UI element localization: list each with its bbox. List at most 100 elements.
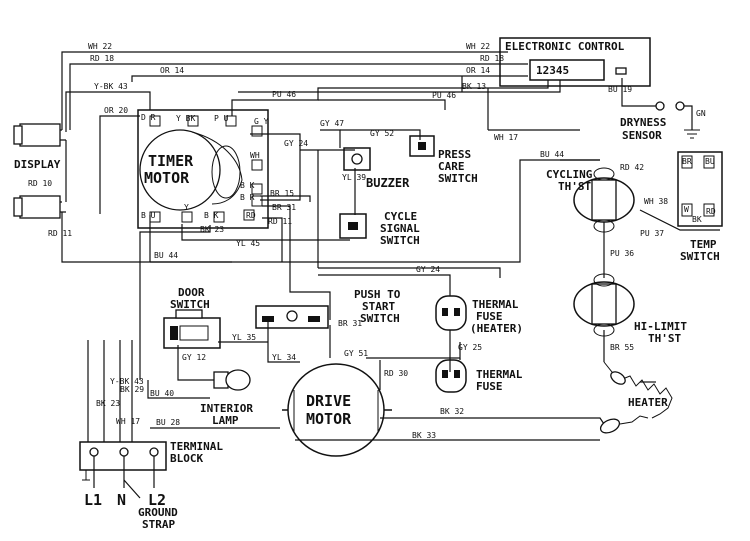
wire-label-bk13: BK 13 [462,82,486,91]
ground-strap-label-2: STRAP [142,518,175,531]
wire-label-bu19: BU 19 [608,85,632,94]
wire-label-rd10: RD 10 [28,179,52,188]
drive-motor: DRIVE MOTOR [282,363,392,457]
timer-terminal-dr: D R [141,113,156,122]
temp-terminal-bu: BU [705,157,715,166]
wire-label-bk33: BK 33 [412,431,436,440]
wire-label-bu44-a: BU 44 [154,251,178,260]
wire-label-rd11-b: RD 11 [268,217,292,226]
dryness-sensor-label-1: DRYNESS [620,116,666,129]
wire-label-bu28: BU 28 [156,418,180,427]
wire-label-yl34: YL 34 [272,353,296,362]
wire-label-gy25: GY 25 [458,343,482,352]
electronic-control-label: ELECTRONIC CONTROL [505,40,625,53]
timer-terminal-y: Y [184,203,189,212]
thermal-fuse-label-2: FUSE [476,380,503,393]
temp-terminal-bk: BK [692,215,702,224]
wire-label-bu44-b: BU 44 [540,150,564,159]
temp-switch-label-2: SWITCH [680,250,720,263]
press-care-label-1: PRESS [438,148,471,161]
terminal-block-label-2: BLOCK [170,452,203,465]
wire-label-or20: OR 20 [104,106,128,115]
timer-terminal-bu: B U [141,211,156,220]
cycling-thst-label-1: CYCLING [546,168,593,181]
ground-strap-label-1: GROUND [138,506,178,519]
wire-label-gy12: GY 12 [182,353,206,362]
wire-label-yl45: YL 45 [236,239,260,248]
wire-label-wh22-b: WH 22 [466,42,490,51]
temp-terminal-br: BR [682,157,692,166]
wire-label-rd30: RD 30 [384,369,408,378]
terminal-block-label-1: TERMINAL [170,440,223,453]
timer-terminal-ybk: Y BK [176,114,195,123]
buzzer-label: BUZZER [366,176,410,190]
dryness-sensor: DRYNESS SENSOR [620,101,700,142]
hi-limit-thermostat: HI-LIMIT TH'ST [573,273,687,345]
wire-label-bu40: BU 40 [150,389,174,398]
thermal-fuse-heater-label-1: THERMAL [472,298,519,311]
wire-label-wh22-a: WH 22 [88,42,112,51]
door-switch-label-1: DOOR [178,286,205,299]
timer-terminal-br: B R [240,193,255,202]
interior-lamp-label-1: INTERIOR [200,402,253,415]
timer-terminal-gy: G Y [254,117,269,126]
cycling-thst-label-2: TH'ST [558,180,591,193]
wire-labels: WH 22 WH 22 RD 18 RD 18 OR 14 OR 14 Y-BK… [28,42,706,440]
press-care-label-3: SWITCH [438,172,478,185]
push-to-start-switch: PUSH TO START SWITCH [255,288,401,329]
wire-label-br31-b: BR 31 [338,319,362,328]
wire-label-gy52: GY 52 [370,129,394,138]
line-l2-label: L2 [148,491,166,509]
press-care-switch: PRESS CARE SWITCH [409,135,478,185]
display-label: DISPLAY [14,158,61,171]
wire-label-or14-b: OR 14 [466,66,490,75]
press-care-label-2: CARE [438,160,465,173]
wire-label-pu37: PU 37 [640,229,664,238]
line-l1-label: L1 [84,491,102,509]
wire-label-br15: BR 15 [270,189,294,198]
control-terminal-numbers: 12345 [536,64,569,77]
timer-terminal-bk2: B K [204,211,219,220]
wire-label-yl39: YL 39 [342,173,366,182]
buzzer: BUZZER [343,147,410,190]
door-switch-label-2: SWITCH [170,298,210,311]
wire-label-wh38: WH 38 [644,197,668,206]
electronic-control: ELECTRONIC CONTROL 12345 [499,37,651,87]
cycle-signal-label-3: SWITCH [380,234,420,247]
thermal-fuse-heater: THERMAL FUSE (HEATER) [435,295,523,335]
wire-label-pu46-a: PU 46 [272,90,296,99]
display-connectors: DISPLAY [13,123,61,219]
wire-label-gy47: GY 47 [320,119,344,128]
temp-terminal-w: W [684,205,689,214]
drive-motor-label-1: DRIVE [306,392,351,410]
dryness-sensor-label-2: SENSOR [622,129,662,142]
wire-label-rd18-b: RD 18 [480,54,504,63]
wire-label-gy24-a: GY 24 [284,139,308,148]
wire-label-gy51: GY 51 [344,349,368,358]
timer-terminal-bk: B K [240,181,255,190]
heater-label: HEATER [628,396,668,409]
push-to-start-label-3: SWITCH [360,312,400,325]
thermal-fuse-label-1: THERMAL [476,368,523,381]
hi-limit-label-1: HI-LIMIT [634,320,687,333]
wire-label-gn: GN [696,109,706,118]
thermal-fuse: THERMAL FUSE [435,359,523,393]
interior-lamp: INTERIOR LAMP [200,369,253,427]
temp-switch-label-1: TEMP [690,238,717,251]
temp-terminal-rd: RD [706,207,716,216]
cycle-signal-switch: CYCLE SIGNAL SWITCH [339,210,420,247]
timer-terminal-wh: WH [250,151,260,160]
wire-label-ybk43-b: Y-BK 43 [110,377,144,386]
wire-label-pu36: PU 36 [610,249,634,258]
wire-label-pu46-b: PU 46 [432,91,456,100]
cycle-signal-label-2: SIGNAL [380,222,420,235]
timer-terminal-rd: RD [246,211,256,220]
wire-label-br31-a: BR 31 [272,203,296,212]
push-to-start-label-2: START [362,300,395,313]
heater: HEATER [599,361,673,434]
terminal-block: TERMINAL BLOCK L1 N L2 GROUND STRAP [79,440,223,531]
timer-motor-label-1: TIMER [148,152,194,170]
hi-limit-label-2: TH'ST [648,332,681,345]
temp-switch: BR BU W BK RD TEMP SWITCH [677,151,723,263]
wire-label-br55: BR 55 [610,343,634,352]
